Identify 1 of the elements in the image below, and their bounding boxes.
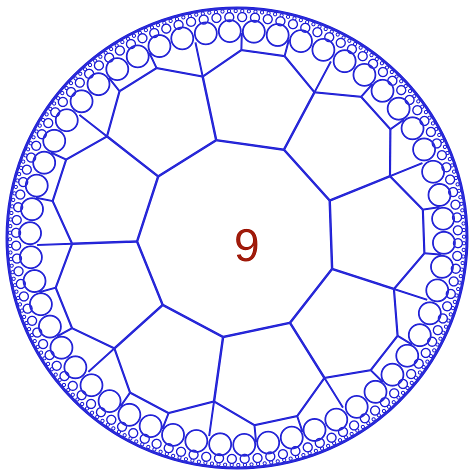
tile-number: 9 <box>234 222 260 268</box>
